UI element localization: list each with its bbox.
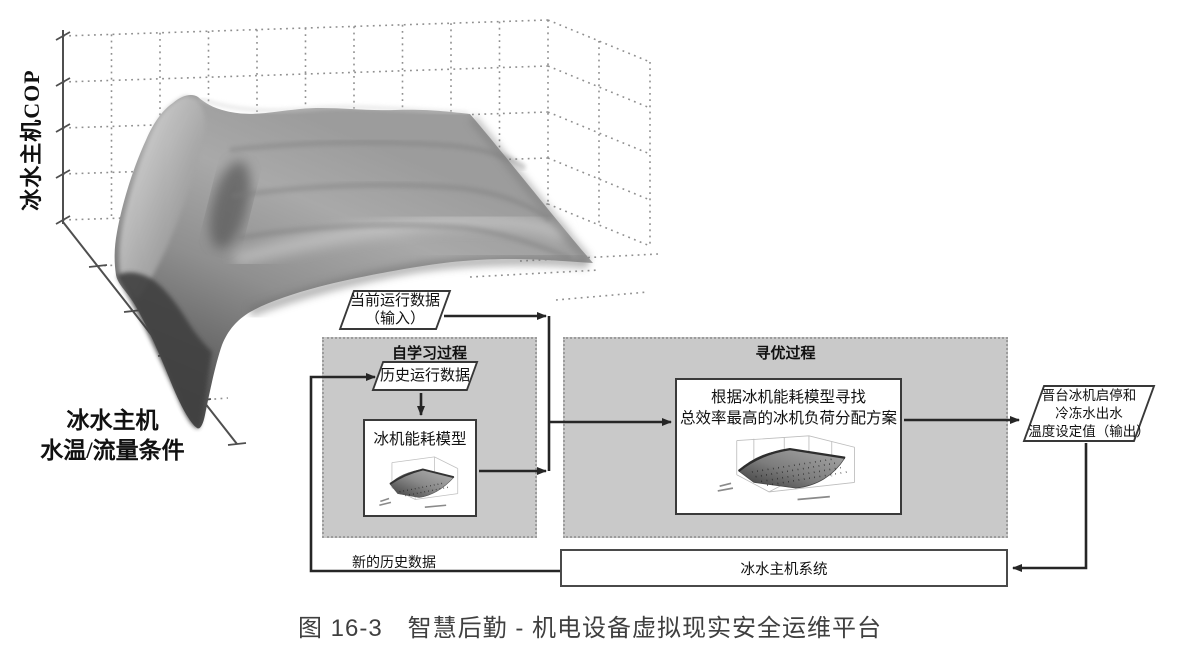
input-node-line2: （输入） — [364, 311, 425, 327]
y-axis-label: 冰水主机COP — [19, 69, 44, 211]
arrow-output-to-system — [1012, 443, 1088, 572]
grid-rightwall — [547, 19, 651, 247]
cop-surface-chart — [0, 0, 680, 500]
x-axis-label-line1: 冰水主机 — [66, 408, 159, 433]
optimization-thumbnail-chart — [717, 435, 855, 501]
output-setpoint-node: 晋台冰机启停和 冷冻水出水 温度设定值（输出） — [1022, 385, 1156, 442]
self-learning-title: 自学习过程 — [391, 346, 467, 362]
optimization-title: 寻优过程 — [755, 346, 816, 362]
x-axis-label: 冰水主机 水温/流量条件 — [25, 406, 200, 466]
energy-model-node: 冰机能耗模型 — [363, 419, 477, 517]
search-node-line2: 总效率最高的冰机负荷分配方案 — [679, 410, 897, 427]
output-node-line2: 冷冻水出水 — [1055, 405, 1123, 421]
history-node-label: 历史运行数据 — [379, 368, 470, 384]
surface-mesh — [114, 95, 593, 429]
search-node-line1: 根据冰机能耗模型寻找 — [710, 389, 866, 406]
model-thumbnail-chart — [379, 456, 459, 508]
load-allocation-node: 根据冰机能耗模型寻找 总效率最高的冰机负荷分配方案 — [675, 378, 902, 515]
chiller-system-node: 冰水主机系统 — [560, 549, 1008, 587]
history-data-node: 历史运行数据 — [371, 361, 479, 391]
input-data-node: 当前运行数据 （输入） — [338, 290, 452, 330]
figure-caption: 图 16-3 智慧后勤 - 机电设备虚拟现实安全运维平台 — [297, 615, 883, 642]
surface-plot-3d — [55, 19, 659, 446]
feedback-data-label: 新的历史数据 — [352, 556, 436, 571]
x-axis-label-line2: 水温/流量条件 — [40, 438, 185, 463]
energy-model-label: 冰机能耗模型 — [373, 431, 467, 448]
output-node-line3: 温度设定值（输出） — [1028, 423, 1150, 439]
output-node-line1: 晋台冰机启停和 — [1041, 387, 1137, 403]
chiller-system-label: 冰水主机系统 — [740, 561, 828, 578]
input-node-line1: 当前运行数据 — [349, 293, 440, 309]
